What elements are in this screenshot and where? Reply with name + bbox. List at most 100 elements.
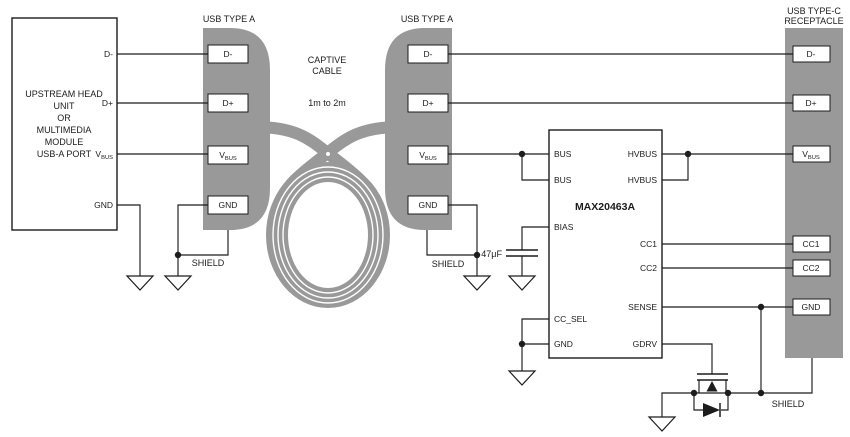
ic-pin-gnd: GND [554, 339, 573, 349]
ic-pin-cc-sel: CC_SEL [554, 314, 587, 324]
usb-a-2-pin-box-dminus [407, 44, 449, 64]
usb-a-2-pin-vbus: VBUS [419, 150, 437, 162]
ground-symbols [125, 275, 677, 432]
usb-c-title-line2: RECEPTACLE [784, 16, 843, 26]
usb-c-pin-box-cc1 [792, 235, 831, 253]
usb-c-pin-cc1: CC1 [802, 239, 819, 249]
ic-pin-cc2: CC2 [640, 263, 657, 273]
ic-pin-hvbus-1: HVBUS [628, 149, 658, 159]
upstream-line-3: OR [57, 113, 71, 123]
usb-c-pin-box-cc2 [792, 259, 831, 277]
usb-c-pin-gnd: GND [802, 302, 821, 312]
wire-upstream-gnd [117, 204, 141, 276]
mosfet-body-arrow [706, 381, 718, 392]
usb-c-title-line1: USB TYPE-C [787, 6, 841, 16]
usb-a-connector-1: USB TYPE A D- D+ VBUS GND SHIELD [192, 14, 255, 268]
usb-a-connector-1-body [203, 28, 270, 230]
usb-a-2-pin-box-dplus [407, 93, 449, 113]
captive-cable-graphic [250, 121, 405, 308]
junction-sense [757, 303, 765, 311]
ic-pin-bias: BIAS [554, 222, 574, 232]
ground-capacitor [507, 275, 537, 291]
usb-c-pin-vbus: VBUS [802, 149, 820, 161]
usb-c-pin-dminus: D- [807, 49, 816, 59]
cable-coil-turn-2 [277, 171, 379, 299]
wire-ic-gnd [521, 343, 549, 371]
junction-hvbus [684, 150, 692, 158]
wire-cc-sel [521, 318, 549, 344]
ground-ic [507, 370, 537, 386]
cable-cross-gap [326, 152, 330, 156]
usb-c-pin-box-vbus [792, 145, 831, 163]
usb-a-2-pin-gnd: GND [419, 200, 438, 210]
cable-coil-turn-1 [282, 176, 374, 294]
usb-a-2-title: USB TYPE A [401, 14, 453, 24]
ic-pin-bus-1: BUS [554, 149, 572, 159]
ic-outline [548, 129, 663, 359]
usb-a-1-pin-gnd: GND [219, 200, 238, 210]
upstream-head-unit: UPSTREAM HEAD UNIT OR MULTIMEDIA MODULE … [11, 17, 118, 231]
usb-a-1-title: USB TYPE A [203, 14, 255, 24]
upstream-line-6: USB-A PORT [37, 149, 92, 159]
upstream-pin-dminus: D- [104, 49, 113, 59]
cable-name-line2: CABLE [312, 66, 342, 76]
upstream-line-5: MODULE [45, 137, 84, 147]
usb-a-1-pin-dplus: D+ [222, 98, 233, 108]
usb-a-1-pin-dminus: D- [224, 49, 233, 59]
usb-c-shield-label: SHIELD [772, 399, 805, 409]
usb-a-2-shield-label: SHIELD [432, 259, 465, 269]
mosfet [697, 373, 728, 393]
diode-left-lead [693, 393, 703, 411]
upstream-pin-vbus: VBUS [95, 149, 113, 161]
wire-shield-1-b [178, 230, 229, 256]
usb-a-connector-2-body [385, 28, 452, 230]
ic-name: MAX20463A [575, 201, 636, 213]
ground-mosfet [647, 416, 677, 432]
wire-bus-branch [521, 154, 549, 181]
cable-coil-hole [288, 182, 368, 288]
usb-a-connector-2: USB TYPE A D- D+ VBUS GND SHIELD [401, 14, 465, 269]
wire-shield-2-b [426, 230, 477, 256]
junction-rail-right [724, 389, 732, 397]
junction-rail-left [690, 389, 698, 397]
usb-c-pin-dplus: D+ [805, 98, 816, 108]
wire-shield-c [761, 358, 813, 394]
ic-pin-gdrv: GDRV [633, 339, 658, 349]
usb-a-1-pin-box-dplus [207, 93, 249, 113]
junction-shield-c [757, 389, 765, 397]
usb-a-1-shield-label: SHIELD [192, 258, 225, 268]
usb-c-receptacle: USB TYPE-C RECEPTACLE D- D+ VBUS CC1 CC2… [772, 6, 844, 409]
junction-shield-2 [473, 251, 481, 259]
wire-hvbus-branch [662, 154, 689, 181]
upstream-pin-gnd: GND [94, 200, 113, 210]
ground-shield-2 [462, 275, 492, 291]
upstream-pin-dplus: D+ [102, 98, 113, 108]
usb-a-2-pin-box-vbus [407, 145, 449, 165]
body-diode [693, 393, 729, 417]
diode-triangle [703, 403, 720, 417]
diode-right-lead [721, 393, 729, 411]
junction-vbus-bus [518, 150, 526, 158]
usb-a-2-pin-box-gnd [407, 195, 449, 215]
cable-name-line1: CAPTIVE [308, 55, 347, 65]
usb-a-2-pin-dminus: D- [424, 49, 433, 59]
ic-pin-cc1: CC1 [640, 239, 657, 249]
usb-c-pin-box-dplus [792, 94, 831, 112]
usb-a-1-pin-vbus: VBUS [219, 150, 237, 162]
usb-a-2-pin-dplus: D+ [422, 98, 433, 108]
upstream-line-2: UNIT [54, 101, 75, 111]
upstream-line-1: UPSTREAM HEAD [25, 89, 103, 99]
wire-gdrv [662, 343, 713, 374]
usb-a-1-pin-box-vbus [207, 145, 249, 165]
usb-c-pin-box-gnd [792, 298, 831, 316]
usb-a-1-pin-box-gnd [207, 195, 249, 215]
upstream-box-outline [11, 17, 118, 231]
ic-pin-hvbus-2: HVBUS [628, 175, 658, 185]
ic-max20463a: MAX20463A BUS BUS BIAS CC_SEL GND HVBUS … [548, 129, 663, 359]
cable-length: 1m to 2m [308, 98, 346, 108]
upstream-line-4: MULTIMEDIA [37, 125, 92, 135]
bias-capacitor: 47μF [481, 249, 538, 259]
cable-coil-turn-3 [272, 166, 384, 304]
ic-pin-sense: SENSE [628, 302, 657, 312]
ground-upstream [125, 275, 155, 291]
